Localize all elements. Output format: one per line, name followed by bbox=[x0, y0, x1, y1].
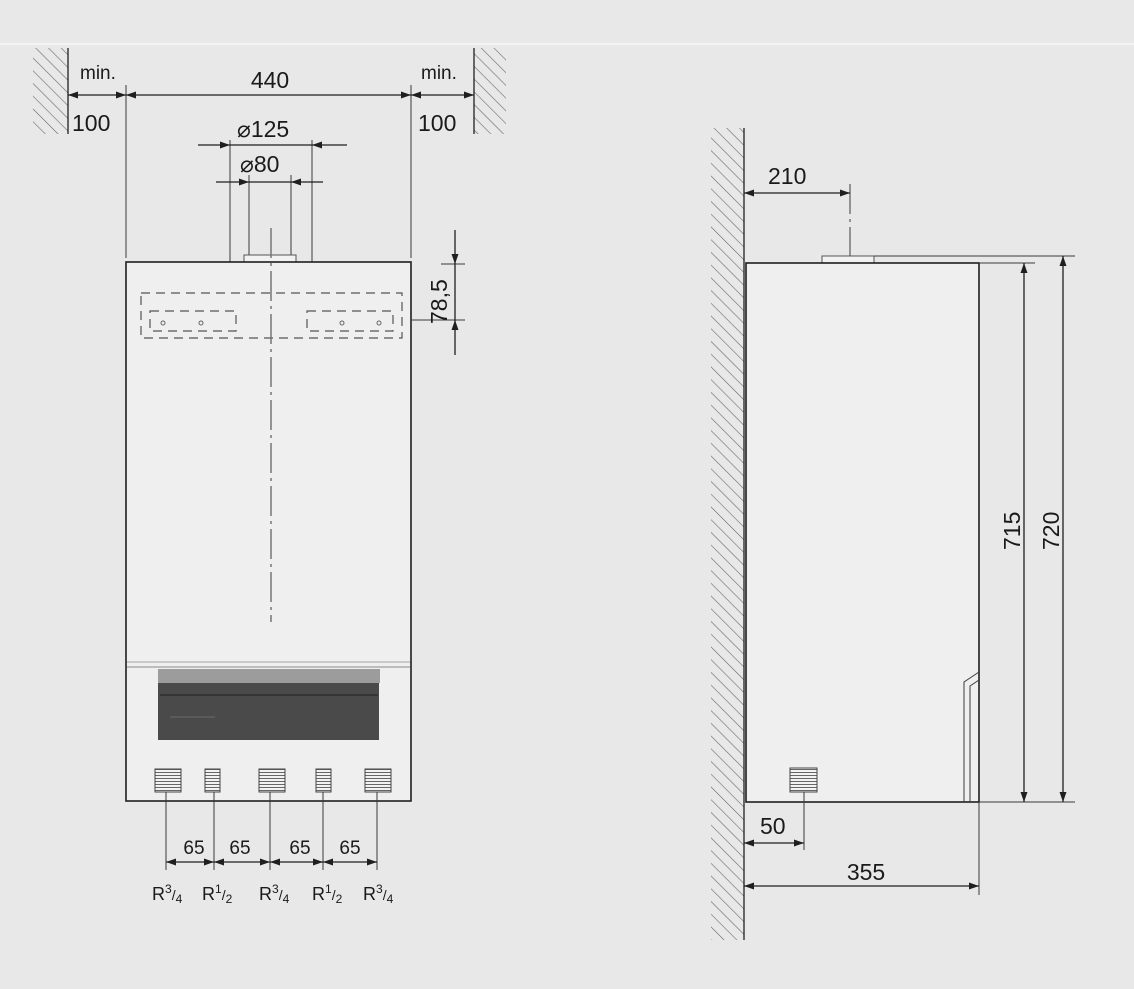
spacing-2-label: 65 bbox=[229, 838, 250, 859]
flue-outer-label: ⌀125 bbox=[237, 116, 289, 142]
connection-5-grille bbox=[364, 768, 392, 793]
side-view: 210 715 720 50 355 bbox=[711, 128, 1075, 940]
connection-3-grille bbox=[258, 768, 286, 793]
body-height-label: 715 bbox=[999, 512, 1025, 550]
flue-stub bbox=[243, 254, 297, 263]
boiler-body-side bbox=[745, 262, 980, 803]
spacing-4-label: 65 bbox=[339, 838, 360, 859]
bracket-offset-label: 78,5 bbox=[426, 279, 452, 324]
width-label: 440 bbox=[251, 67, 289, 93]
total-height-label: 720 bbox=[1038, 512, 1064, 550]
flue-distance-label: 210 bbox=[768, 163, 806, 189]
connection-2-label: R1/2 bbox=[202, 882, 233, 906]
depth-label: 355 bbox=[847, 859, 885, 885]
connection-1-grille bbox=[154, 768, 182, 793]
side-connection-grille bbox=[789, 767, 818, 793]
spacing-3-label: 65 bbox=[289, 838, 310, 859]
right-wall-hatch bbox=[474, 48, 506, 134]
control-panel-strip bbox=[158, 669, 380, 683]
connection-2-grille bbox=[204, 768, 221, 793]
min-right-value: 100 bbox=[418, 110, 456, 136]
min-left-value: 100 bbox=[72, 110, 110, 136]
spacing-1-label: 65 bbox=[183, 838, 204, 859]
connection-4-grille bbox=[315, 768, 332, 793]
flue-inner-label: ⌀80 bbox=[240, 151, 279, 177]
connection-offset-label: 50 bbox=[760, 813, 786, 839]
front-view: min. 100 440 min. 100 ⌀125 ⌀80 bbox=[33, 48, 506, 906]
left-wall-hatch bbox=[33, 48, 68, 134]
connection-5-label: R3/4 bbox=[363, 882, 394, 906]
connection-1-label: R3/4 bbox=[152, 882, 183, 906]
connection-4-label: R1/2 bbox=[312, 882, 343, 906]
side-flue-stub bbox=[821, 255, 875, 264]
min-left-label: min. bbox=[80, 63, 116, 84]
min-right-label: min. bbox=[421, 63, 457, 84]
control-display bbox=[158, 683, 379, 740]
connection-3-label: R3/4 bbox=[259, 882, 290, 906]
side-wall-hatch bbox=[711, 128, 744, 940]
